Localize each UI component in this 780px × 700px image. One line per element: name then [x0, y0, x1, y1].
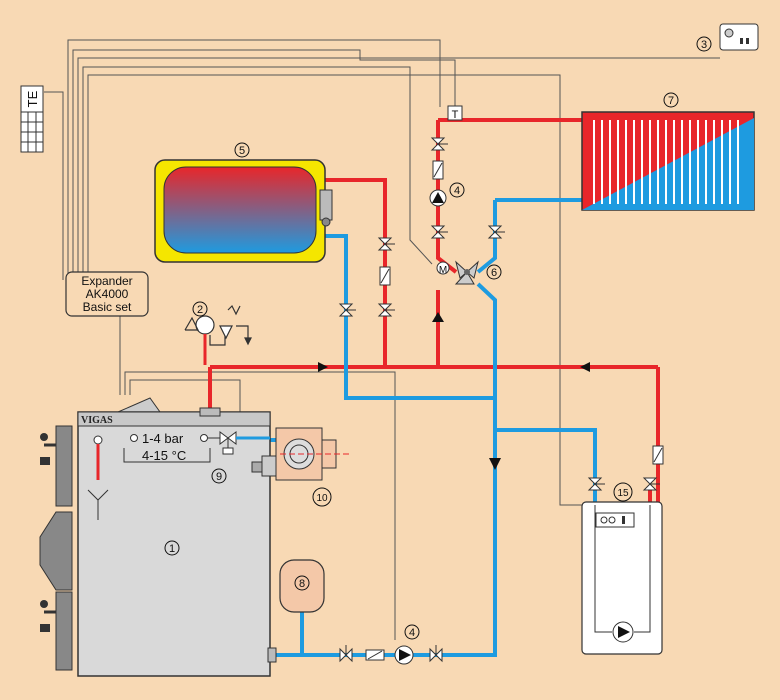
- svg-text:6: 6: [491, 267, 497, 279]
- number-badge: 10: [312, 487, 332, 507]
- number-badge: 4: [449, 182, 465, 198]
- outdoor-sensor: TE: [20, 85, 44, 153]
- svg-text:10: 10: [316, 493, 328, 504]
- number-badge: 8: [294, 575, 310, 591]
- check-valve-flap: [653, 447, 663, 463]
- svg-text:2: 2: [197, 304, 203, 316]
- svg-text:Expander: Expander: [81, 274, 132, 288]
- thermal-safety-valve: 1-4 bar 4-15 °C: [123, 431, 270, 463]
- svg-text:3: 3: [701, 39, 707, 51]
- number-badge: 7: [663, 92, 679, 108]
- svg-text:Basic set: Basic set: [83, 300, 132, 314]
- number-badge: 15: [613, 482, 633, 502]
- svg-text:4: 4: [454, 185, 460, 197]
- pellet-burner: [251, 427, 350, 481]
- pump-upper: [429, 189, 447, 207]
- number-badge: 2: [192, 301, 208, 317]
- number-badge: 3: [696, 36, 712, 52]
- storage-tank: [154, 159, 333, 263]
- number-badge: 5: [234, 142, 250, 158]
- svg-text:M: M: [439, 265, 447, 276]
- svg-text:VIGAS: VIGAS: [81, 415, 113, 426]
- svg-text:15: 15: [617, 488, 629, 499]
- wall-boiler: [581, 501, 663, 655]
- component-numbers: 1 2 3 4 4 5 6 7: [164, 36, 712, 640]
- number-badge: 6: [486, 264, 502, 280]
- svg-text:7: 7: [668, 95, 674, 107]
- check-valve-flap: [433, 162, 443, 178]
- svg-text:T: T: [452, 109, 459, 121]
- pipe-thermostat: T: [447, 105, 463, 121]
- number-badge: 9: [211, 468, 227, 484]
- number-badge: 1: [164, 540, 180, 556]
- check-valves: [365, 160, 664, 661]
- number-badge: 4: [404, 624, 420, 640]
- check-valve-flap: [380, 268, 390, 284]
- check-valve-flap: [367, 650, 383, 660]
- room-thermostat: [719, 23, 759, 51]
- svg-text:1: 1: [169, 543, 175, 555]
- svg-text:AK4000: AK4000: [86, 287, 129, 301]
- expander-box: Expander AK4000 Basic set: [65, 271, 149, 317]
- svg-text:5: 5: [239, 145, 245, 157]
- boiler: VIGAS: [39, 397, 277, 677]
- svg-text:9: 9: [216, 471, 222, 483]
- expansion-vessel: [279, 559, 325, 613]
- svg-text:1-4 bar: 1-4 bar: [142, 431, 184, 446]
- svg-text:TE: TE: [25, 90, 40, 107]
- safety-group: [184, 304, 252, 365]
- svg-text:8: 8: [299, 578, 305, 590]
- radiator: [581, 111, 755, 211]
- svg-text:4: 4: [409, 627, 415, 639]
- svg-text:4-15 °C: 4-15 °C: [142, 448, 186, 463]
- control-wiring: [44, 39, 720, 640]
- mixing-valve: M: [436, 260, 479, 285]
- shutoff-valves: [338, 137, 660, 663]
- flow-arrows: [318, 312, 590, 470]
- pump-lower: [394, 645, 414, 665]
